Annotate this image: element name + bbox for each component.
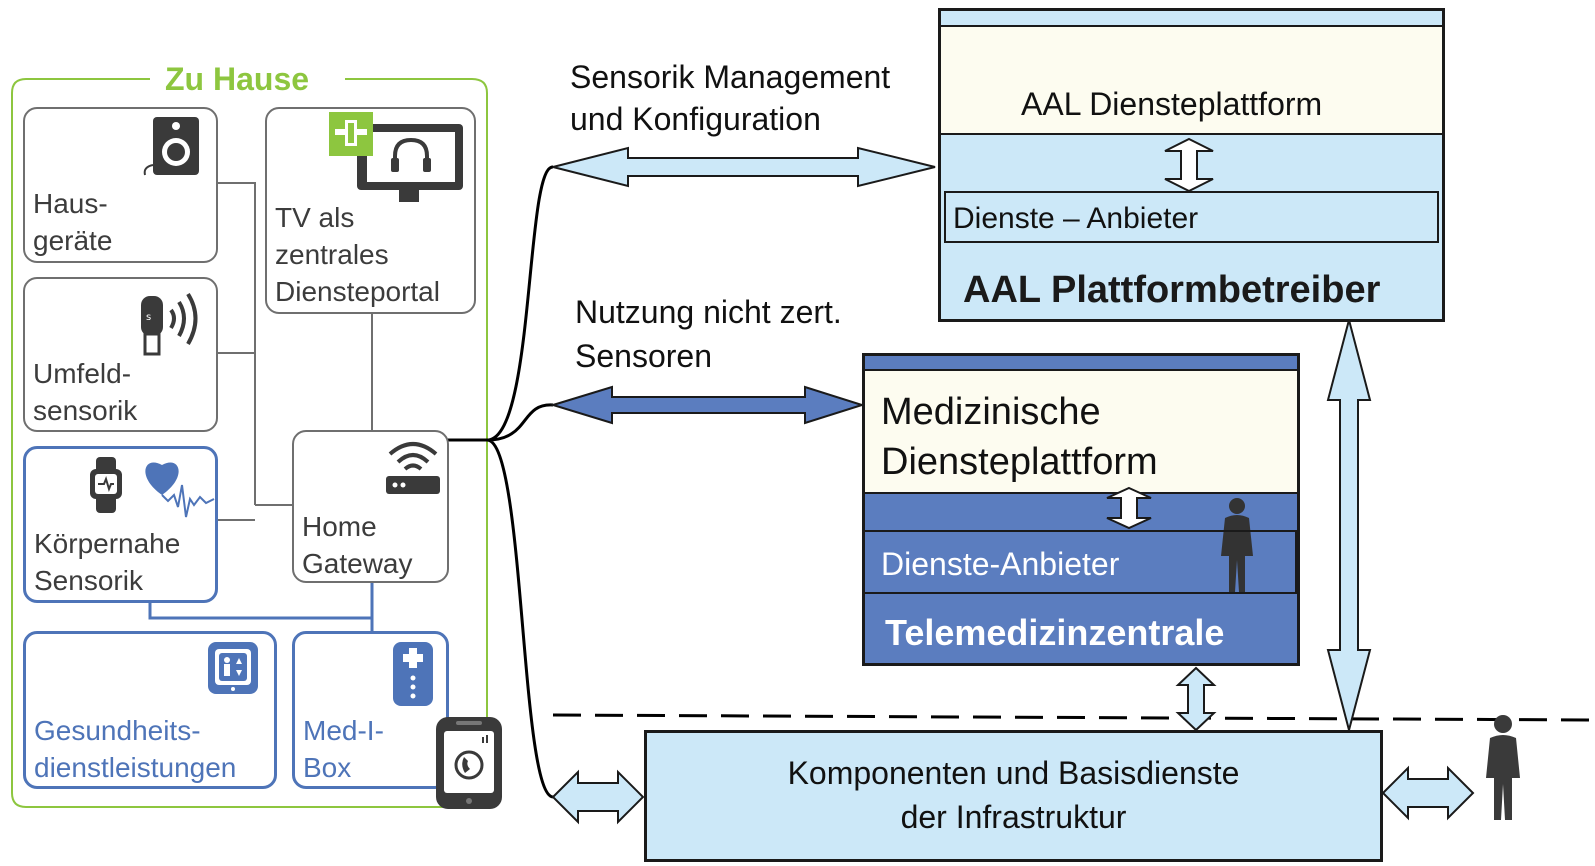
smartphone-icon	[436, 717, 502, 809]
koerper-box: Körpernahe Sensorik	[23, 446, 218, 603]
umfeld-label: Umfeld- sensorik	[33, 358, 138, 426]
aal-platform-block: AAL Diensteplattform Dienste – Anbieter …	[938, 8, 1445, 322]
gesundheit-label: Gesundheits- dienstleistungen	[34, 715, 237, 783]
med-platform-block: Medizinische Diensteplattform Dienste-An…	[862, 353, 1300, 666]
aal-provider-label: Dienste – Anbieter	[953, 202, 1199, 235]
tv-headphones-icon	[329, 112, 463, 202]
arrow-infra-right	[1381, 765, 1475, 821]
health-service-icon	[208, 642, 258, 694]
medical-device-icon	[393, 642, 433, 706]
med-platform-area: Medizinische Diensteplattform	[865, 371, 1297, 494]
med-center-label: Telemedizinzentrale	[885, 612, 1225, 653]
arrow-sensorik	[552, 146, 936, 188]
dashed-line	[552, 713, 1595, 722]
koerper-label: Körpernahe Sensorik	[34, 528, 181, 596]
arrow-nutzung	[549, 385, 866, 425]
sensorik-management-label: Sensorik Management und Konfiguration	[570, 59, 891, 137]
arrow-aal-infra	[1326, 316, 1372, 734]
svg-text:s: s	[146, 312, 151, 323]
gesundheit-box: Gesundheits- dienstleistungen	[23, 631, 277, 789]
infra-label: Komponenten und Basisdienste der Infrast…	[787, 755, 1240, 835]
medibox-box: Med-I- Box	[292, 631, 449, 789]
black-curves	[447, 165, 554, 799]
wearable-icon	[90, 457, 122, 513]
arrow-infra-left	[551, 769, 645, 825]
gateway-label: Home Gateway	[302, 511, 413, 579]
router-wifi-icon	[386, 442, 440, 494]
med-inner-arrow	[1106, 486, 1152, 530]
med-top-strip	[865, 356, 1297, 371]
hausgeraete-box: Haus- geräte	[23, 107, 218, 263]
aal-provider-row: Dienste – Anbieter	[944, 191, 1439, 243]
med-provider-label: Dienste-Anbieter	[881, 546, 1120, 582]
speaker-icon	[143, 117, 199, 176]
aal-inner-arrow	[1164, 137, 1214, 193]
med-provider-row: Dienste-Anbieter	[865, 530, 1297, 594]
gateway-box: Home Gateway	[292, 430, 449, 583]
med-platform-label: Medizinische Diensteplattform	[881, 391, 1158, 483]
hausgeraete-label: Haus- geräte	[33, 188, 113, 256]
medibox-label: Med-I- Box	[303, 715, 384, 783]
nutzung-label: Nutzung nicht zert. Sensoren	[575, 294, 842, 374]
device-tree-lines	[217, 182, 373, 521]
aal-top-strip	[941, 11, 1442, 27]
aal-operator-label: AAL Plattformbetreiber	[963, 269, 1381, 311]
person-silhouette-icon	[1486, 715, 1520, 820]
doctor-silhouette-icon	[1221, 498, 1253, 592]
aal-platform-area: AAL Diensteplattform	[941, 27, 1442, 135]
infra-block: Komponenten und Basisdienste der Infrast…	[644, 730, 1383, 862]
aal-platform-label: AAL Diensteplattform	[1021, 86, 1323, 122]
arrow-med-infra	[1175, 666, 1217, 732]
tv-box: TV als zentrales Diensteportal	[265, 107, 476, 314]
gateway-blue-lines	[148, 583, 374, 631]
heart-pulse-icon	[145, 462, 215, 518]
home-frame	[11, 78, 488, 808]
umfeld-box: s Umfeld- sensorik	[23, 277, 218, 432]
sensor-wave-icon: s	[141, 292, 198, 356]
tv-label: TV als zentrales Diensteportal	[275, 202, 440, 307]
home-title: Zu Hause	[165, 61, 310, 97]
